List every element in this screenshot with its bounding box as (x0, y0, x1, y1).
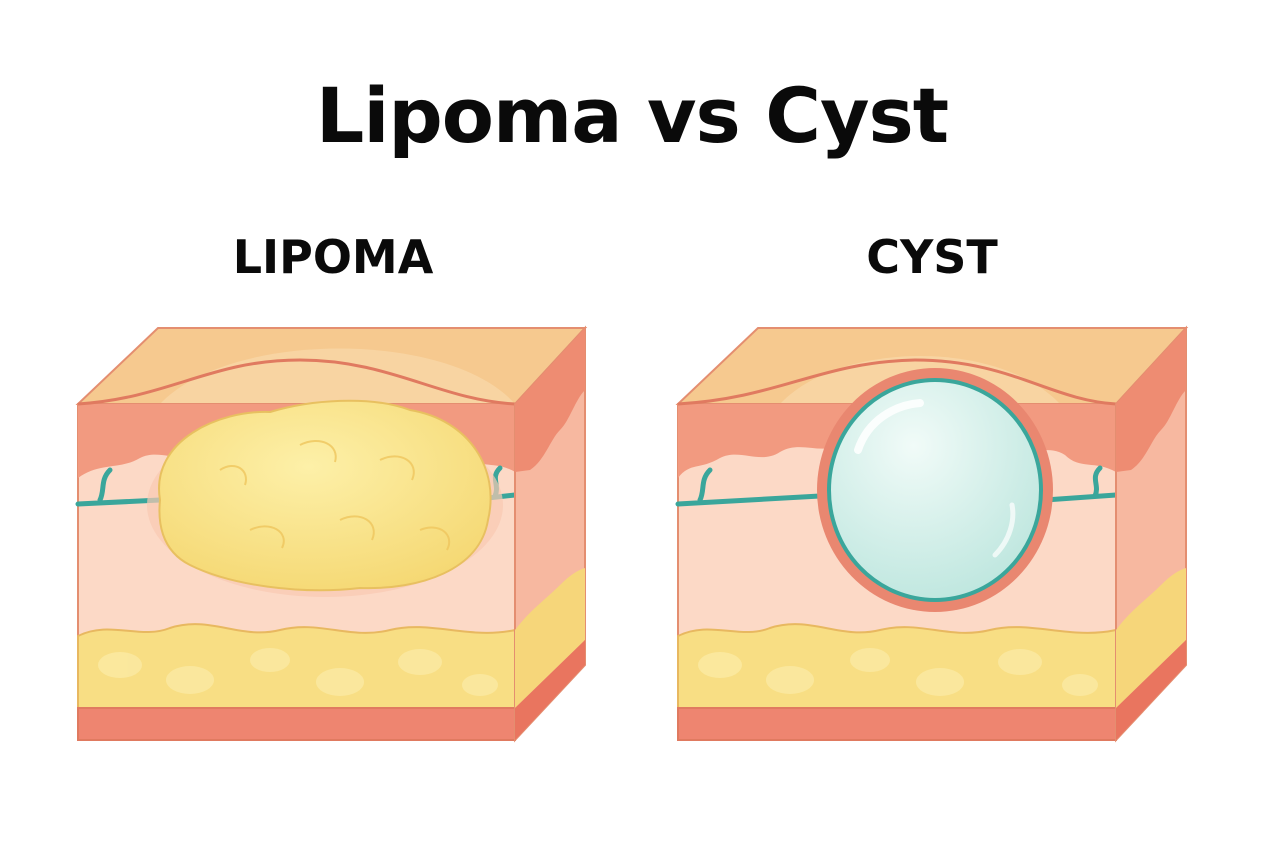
cyst-highlight (854, 399, 924, 454)
fat-cells (698, 648, 1098, 696)
fascia-layer (677, 707, 1117, 741)
side-fascia (515, 640, 585, 740)
lipoma-texture (219, 440, 450, 551)
fat-cells (98, 648, 498, 696)
blood-vessel-left (675, 467, 823, 507)
cyst-shine (992, 502, 1016, 558)
cyst-sac (827, 378, 1043, 602)
lipoma-label: LIPOMA (232, 230, 434, 284)
blood-vessel-left (75, 467, 163, 507)
subcutaneous-fat (677, 623, 1117, 709)
skin-bulge (160, 348, 515, 404)
diagram-title: Lipoma vs Cyst (315, 71, 949, 160)
side-fat (515, 568, 585, 708)
skin-surface-edge (77, 358, 516, 406)
side-epidermis (1116, 328, 1186, 472)
side-fascia (1116, 640, 1186, 740)
cyst-label: CYST (866, 230, 998, 284)
lipoma-mass (158, 399, 492, 592)
blood-vessel-right (1042, 465, 1119, 503)
fascia-layer (77, 707, 516, 741)
side-epidermis (515, 328, 585, 472)
side-fat (1116, 568, 1186, 708)
skin-surface-edge (677, 358, 1117, 406)
